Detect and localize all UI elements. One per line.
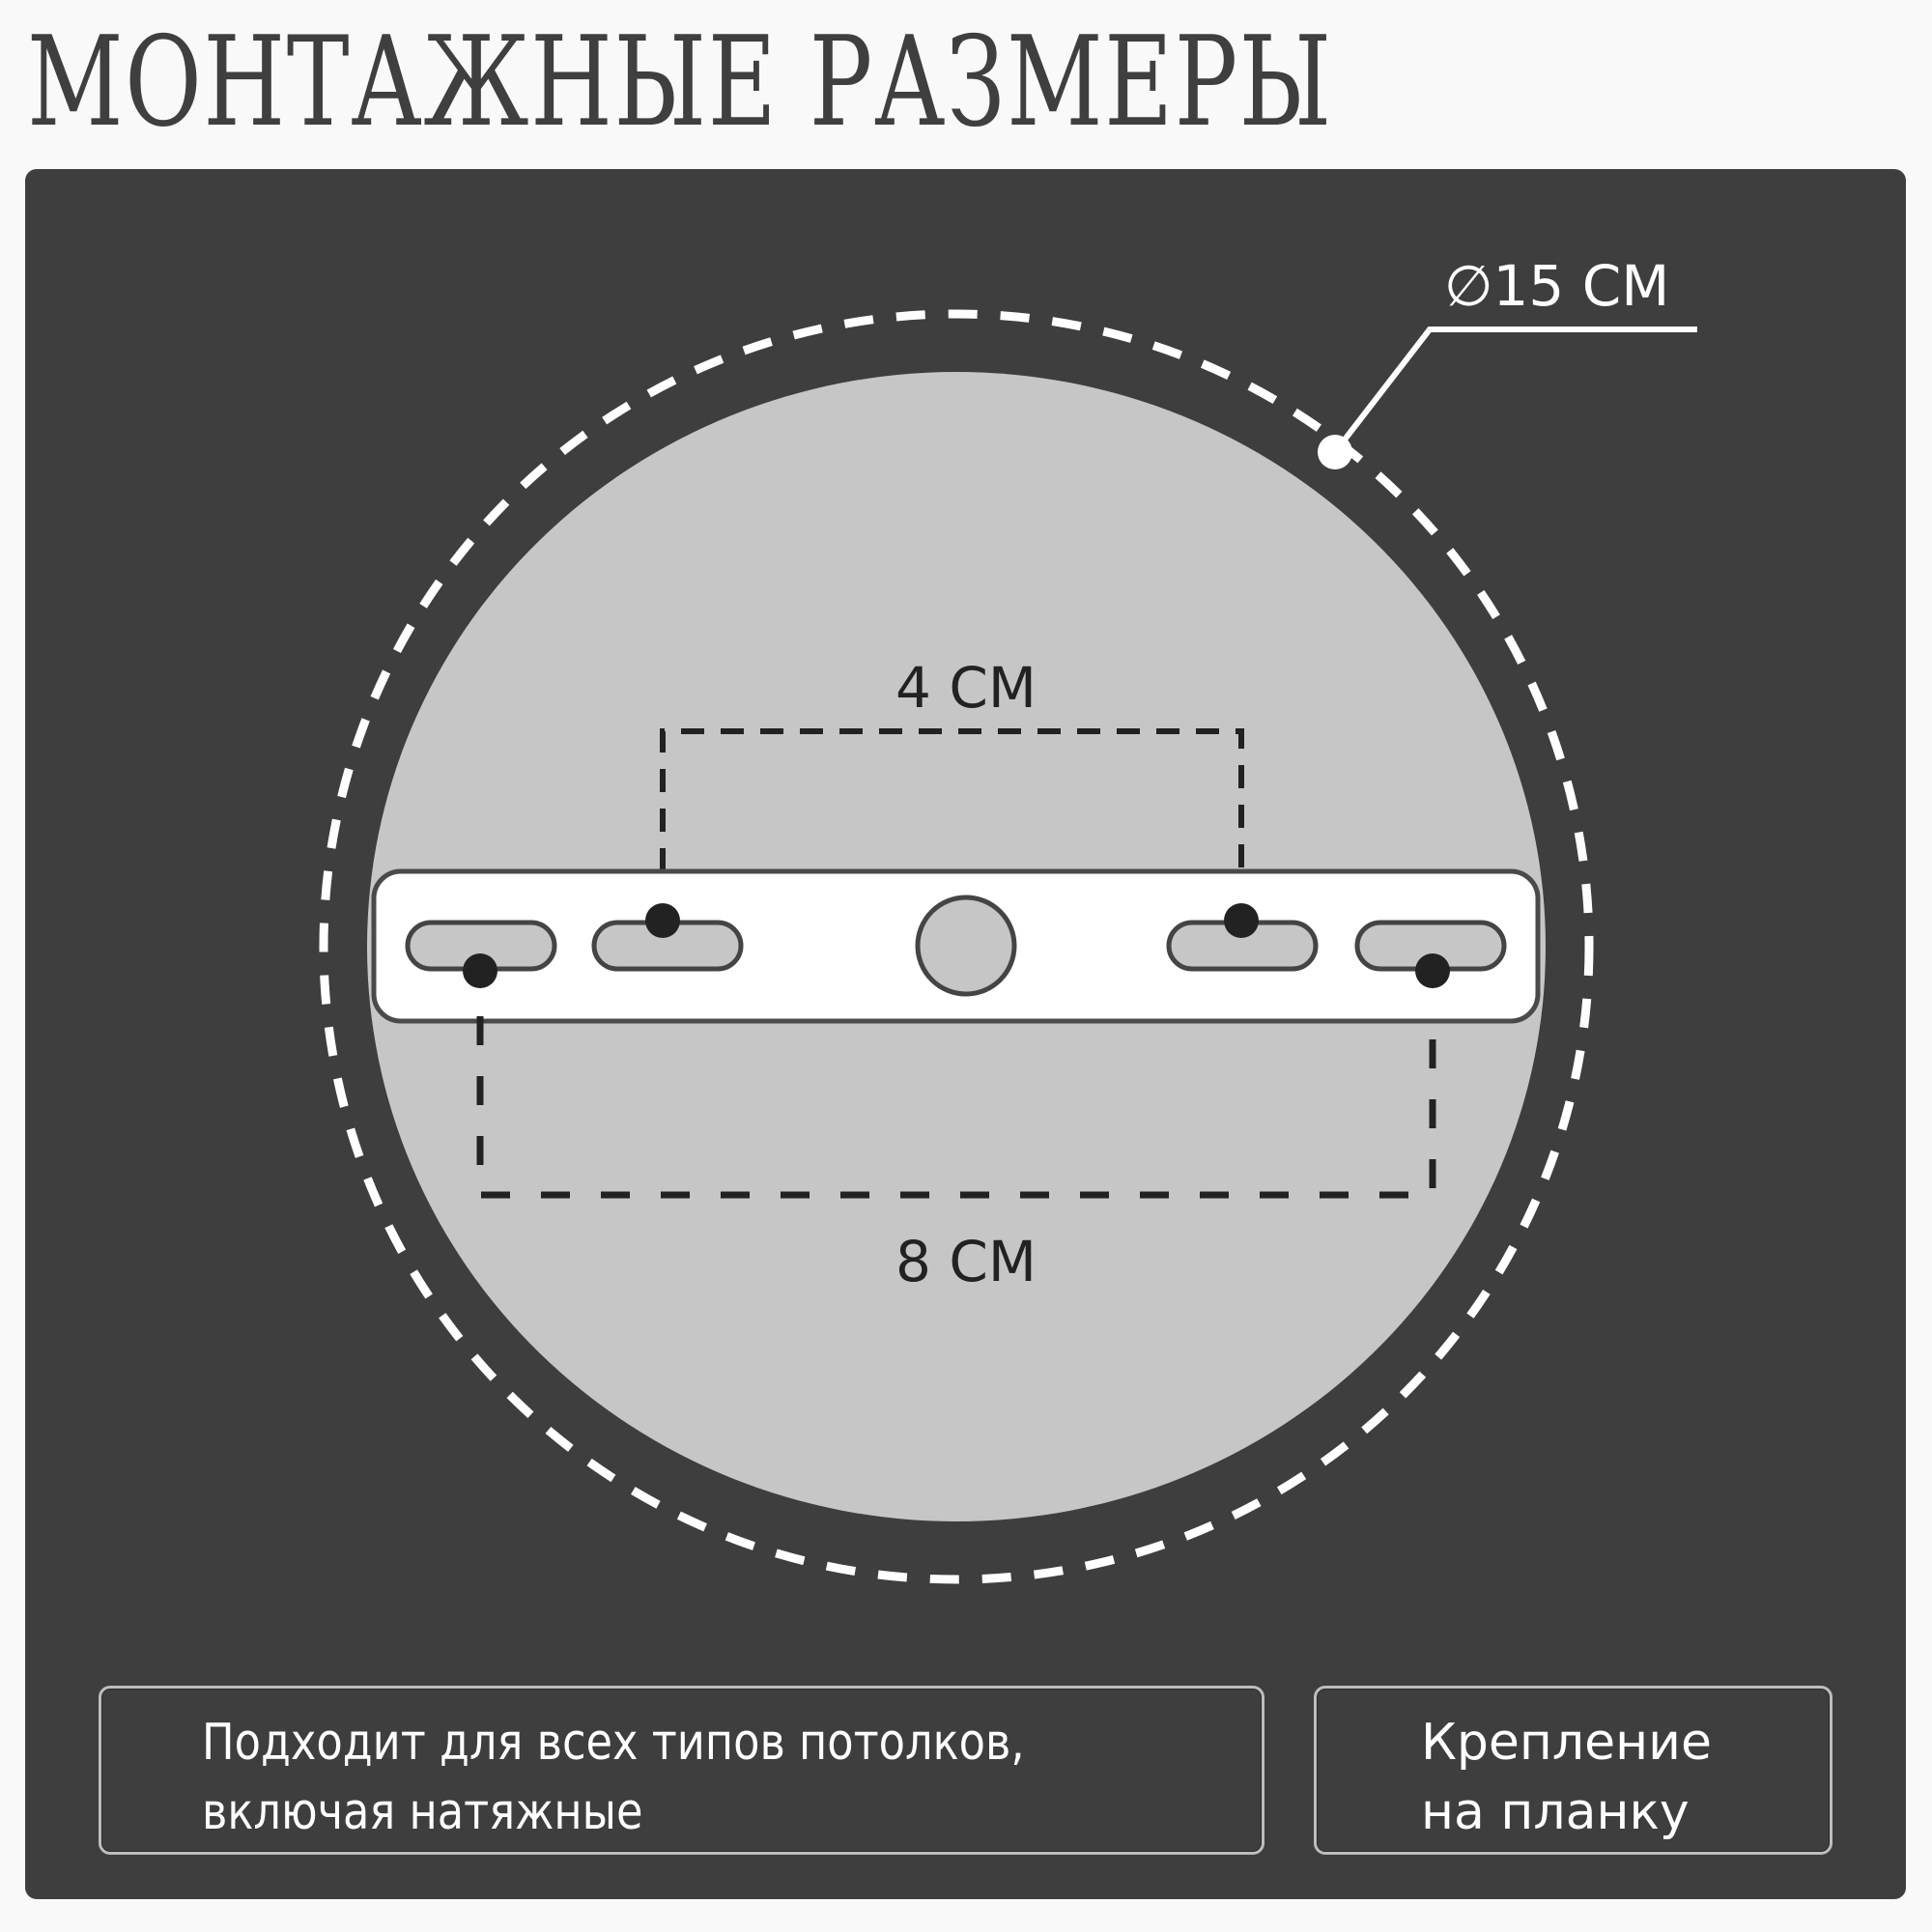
inner-spacing-label: 4 СМ <box>895 655 1037 721</box>
feature-text-line: Крепление <box>1421 1714 1712 1772</box>
leader-marker-dot <box>1318 435 1352 469</box>
diameter-leader-line <box>1332 327 1697 454</box>
diameter-label: ∅15 СМ <box>1444 253 1669 319</box>
feature-text-line: включая натяжные <box>202 1783 643 1841</box>
screw-inner-right <box>1224 903 1259 938</box>
feature-box-ceiling-types: Подходит для всех типов потолков, включа… <box>99 1686 1264 1855</box>
diameter-dashed-circle <box>319 309 1594 1584</box>
outer-spacing-label: 8 СМ <box>895 1229 1037 1294</box>
feature-text-line: Подходит для всех типов потолков, <box>202 1714 1025 1772</box>
feature-text-line: на планку <box>1421 1783 1690 1841</box>
feature-box-mounting-bar: Крепление на планку <box>1314 1686 1833 1855</box>
screw-outer-left <box>463 953 497 988</box>
screw-inner-left <box>645 903 680 938</box>
center-wire-hole <box>915 895 1017 997</box>
outer-spacing-bracket <box>476 1016 1436 1199</box>
page-title: МОНТАЖНЫЕ РАЗМЕРЫ <box>27 11 1333 155</box>
screw-outer-right <box>1415 953 1450 988</box>
